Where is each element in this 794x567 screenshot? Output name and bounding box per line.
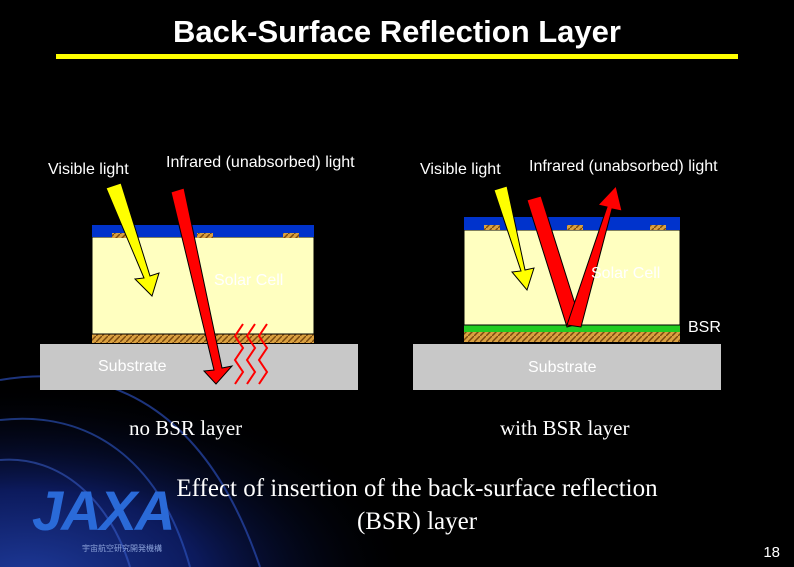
right-top-contact	[464, 217, 680, 230]
left-infrared-label: Infrared (unabsorbed) light	[166, 154, 355, 171]
right-visible-label: Visible light	[420, 161, 501, 178]
left-visible-label: Visible light	[48, 161, 129, 178]
left-grid-finger	[197, 233, 213, 238]
right-grid-finger	[567, 225, 583, 230]
right-grid-finger	[484, 225, 500, 230]
title-rule	[56, 54, 738, 59]
jaxa-logo-subtext: 宇宙航空研究開発機構	[82, 543, 162, 553]
slide-title: Back-Surface Reflection Layer	[173, 14, 621, 49]
right-diagram	[413, 184, 721, 390]
bsr-layer	[464, 325, 680, 332]
left-substrate	[40, 344, 358, 390]
left-caption: no BSR layer	[129, 416, 243, 440]
page-number: 18	[763, 544, 780, 561]
jaxa-logo: JAXA 宇宙航空研究開発機構	[32, 479, 175, 553]
heat-lines-icon	[233, 323, 269, 385]
left-grid-finger	[283, 233, 299, 238]
right-infrared-label: Infrared (unabsorbed) light	[529, 158, 718, 175]
left-back-contact	[92, 333, 314, 343]
bsr-label: BSR	[688, 319, 721, 336]
left-substrate-label: Substrate	[98, 358, 167, 375]
jaxa-logo-text: JAXA	[32, 479, 173, 542]
right-caption: with BSR layer	[500, 416, 630, 440]
right-cell-label: Solar Cell	[591, 265, 661, 282]
left-visible-arrow	[105, 182, 160, 297]
right-back-contact	[464, 332, 680, 342]
right-visible-arrow	[493, 185, 535, 292]
left-diagram	[40, 182, 358, 390]
left-cell-label: Solar Cell	[214, 272, 284, 289]
right-substrate	[413, 344, 721, 390]
right-substrate-label: Substrate	[528, 359, 597, 376]
left-grid-finger	[112, 233, 128, 238]
right-infrared-arrow-up	[566, 184, 623, 328]
effect-description: Effect of insertion of the back-surface …	[176, 475, 658, 535]
left-top-contact	[92, 225, 314, 237]
left-infrared-arrow	[170, 187, 234, 385]
right-grid-finger	[650, 225, 666, 230]
